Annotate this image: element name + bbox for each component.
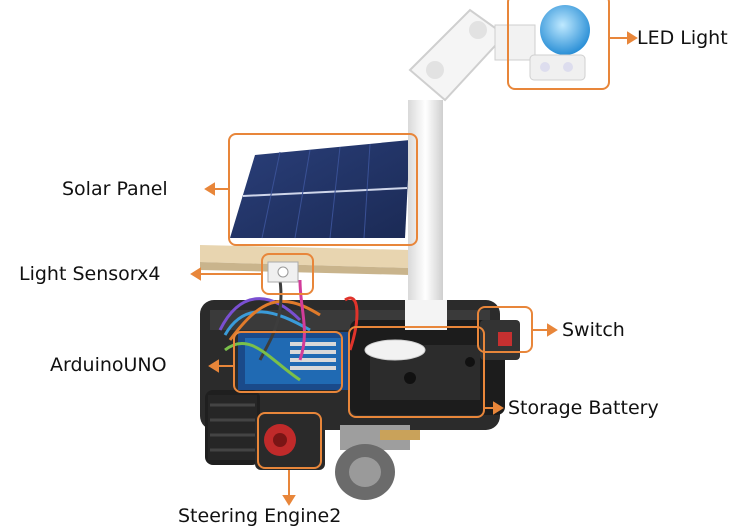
wires: [218, 279, 359, 382]
solar-mount-plate: [200, 245, 410, 275]
label-arduino: ArduinoUNO: [50, 354, 167, 376]
pole: [364, 100, 447, 361]
callout-steering-engine: [257, 412, 322, 469]
led-graphic: [529, 5, 590, 81]
robot-illustration: [190, 5, 638, 506]
caster-wheel: [335, 425, 420, 500]
label-light-sensor: Light Sensorx4: [19, 263, 161, 285]
label-led-light: LED Light: [637, 27, 728, 49]
label-switch: Switch: [562, 319, 625, 341]
callout-arduino: [233, 331, 343, 393]
light-sensor-graphic: [267, 261, 299, 283]
callout-led-light: [507, 0, 610, 90]
label-steering-engine: Steering Engine2: [178, 505, 342, 527]
callout-storage-battery: [348, 326, 485, 418]
battery-box: [350, 320, 520, 415]
solar-panel-graphic: [230, 140, 410, 239]
label-solar-panel: Solar Panel: [62, 178, 168, 200]
arm: [408, 8, 536, 102]
callout-light-sensor: [261, 253, 314, 295]
callout-solar-panel: [228, 133, 418, 246]
callout-switch: [477, 306, 533, 353]
label-storage-battery: Storage Battery: [508, 397, 659, 419]
callout-arrows: [190, 31, 638, 506]
